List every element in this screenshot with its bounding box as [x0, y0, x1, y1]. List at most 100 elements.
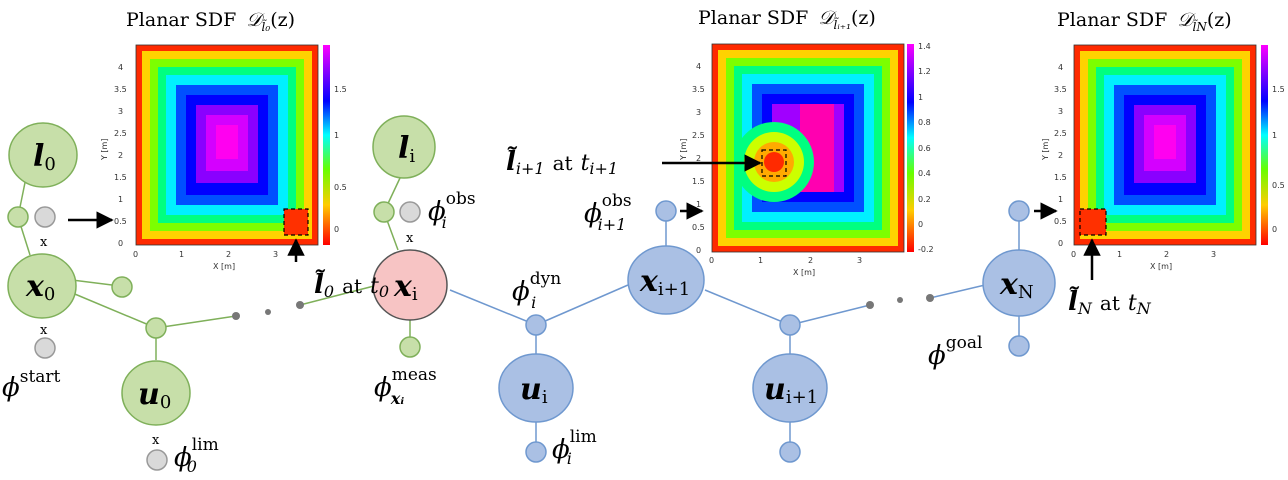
svg-text:1: 1: [918, 93, 923, 102]
svg-text:0: 0: [1071, 250, 1076, 259]
svg-text:1.5: 1.5: [1054, 173, 1067, 182]
plot1-landmark-box: [283, 208, 309, 236]
svg-text:0.6: 0.6: [918, 144, 931, 153]
plot2-landmark-box: [761, 149, 787, 177]
svg-text:u0: u0: [138, 377, 171, 413]
svg-text:2: 2: [808, 256, 813, 265]
factor-dyn-0: [145, 317, 167, 339]
svg-text:0: 0: [1058, 239, 1063, 248]
factor-start: [34, 337, 56, 359]
sdf-plot-2: Planar SDF 𝒟l̃ᵢ₊₁(z) -0.2 0 0.2 0.4 0.6 …: [679, 7, 934, 277]
label-phi-start: ϕstart: [2, 367, 61, 403]
plot3-colorbar: [1261, 45, 1268, 245]
svg-text:3: 3: [1058, 107, 1063, 116]
cross-mark-lim0: x: [152, 433, 160, 448]
svg-text:3: 3: [696, 108, 701, 117]
svg-text:1.5: 1.5: [692, 177, 705, 186]
svg-text:1: 1: [1117, 250, 1122, 259]
svg-text:1.4: 1.4: [918, 42, 931, 51]
svg-text:1.2: 1.2: [918, 67, 931, 76]
svg-text:3: 3: [1211, 250, 1216, 259]
svg-text:2.5: 2.5: [692, 131, 705, 140]
factor-obs-0: [34, 206, 56, 228]
svg-text:xi+1: xi+1: [639, 264, 690, 300]
factor-lim-i: [525, 441, 547, 463]
svg-text:Y [m]: Y [m]: [1041, 139, 1050, 161]
svg-text:xi: xi: [393, 269, 418, 305]
svg-text:0: 0: [1272, 225, 1277, 234]
node-ui1: ui+1: [752, 353, 828, 423]
factor-li-xi: [373, 201, 395, 223]
factor-l0-x0: [7, 206, 29, 228]
svg-text:2: 2: [118, 151, 123, 160]
plot1-title: Planar SDF 𝒟l̃₀(z): [126, 9, 295, 34]
svg-text:2.5: 2.5: [114, 129, 127, 138]
cross-mark-start: x: [40, 323, 48, 338]
svg-text:2.5: 2.5: [1054, 129, 1067, 138]
svg-text:li: li: [398, 131, 415, 167]
sdf-plot-3: Planar SDF 𝒟l̃N(z) 0 0.5 1 1.5 0 0.5 1 1…: [1041, 9, 1285, 271]
svg-text:1: 1: [696, 200, 701, 209]
svg-text:X [m]: X [m]: [1150, 262, 1172, 271]
svg-text:4: 4: [1058, 63, 1063, 72]
plot2-title: Planar SDF 𝒟l̃ᵢ₊₁(z): [698, 7, 876, 32]
factor-x0-right: [111, 276, 133, 298]
svg-text:3.5: 3.5: [114, 85, 127, 94]
cross-mark-i: x: [406, 231, 414, 246]
sdf-plot-1: Planar SDF 𝒟l̃₀(z) 0 0.5 1 1.5 0 0.5 1 1…: [100, 9, 347, 271]
svg-text:3: 3: [118, 107, 123, 116]
svg-text:1.5: 1.5: [1272, 85, 1285, 94]
svg-text:1: 1: [179, 250, 184, 259]
node-u0: u0: [121, 360, 191, 426]
svg-text:0: 0: [118, 239, 123, 248]
svg-text:1.5: 1.5: [334, 85, 347, 94]
svg-text:X [m]: X [m]: [213, 262, 235, 271]
factor-dyn-i1: [779, 314, 801, 336]
factor-dyn-i: [525, 314, 547, 336]
svg-text:0.8: 0.8: [918, 118, 931, 127]
svg-text:l0: l0: [33, 139, 56, 175]
svg-text:4: 4: [118, 63, 123, 72]
factor-lim-i1: [779, 441, 801, 463]
svg-text:Y [m]: Y [m]: [100, 139, 109, 161]
plot3-landmark-box: [1079, 208, 1107, 236]
svg-text:3.5: 3.5: [1054, 85, 1067, 94]
node-xi1: xi+1: [627, 245, 705, 315]
svg-text:2: 2: [696, 154, 701, 163]
svg-text:ui+1: ui+1: [764, 372, 818, 408]
svg-text:0: 0: [918, 220, 923, 229]
node-x0: x0: [7, 253, 77, 319]
label-phi-goal: ϕgoal: [928, 333, 982, 371]
svg-text:0: 0: [133, 250, 138, 259]
svg-text:2: 2: [1058, 151, 1063, 160]
svg-text:x0: x0: [25, 269, 55, 305]
factor-obs-N: [1008, 200, 1030, 222]
factor-goal: [1008, 335, 1030, 357]
svg-text:ui: ui: [520, 372, 548, 408]
node-li: li: [372, 115, 436, 179]
svg-text:1: 1: [1058, 195, 1063, 204]
svg-text:0: 0: [709, 256, 714, 265]
svg-text:0.5: 0.5: [114, 217, 127, 226]
svg-text:1.5: 1.5: [114, 173, 127, 182]
annotation-arrows: [68, 154, 1101, 280]
plot2-colorbar: [907, 44, 914, 252]
plot3-title: Planar SDF 𝒟l̃N(z): [1057, 9, 1232, 34]
plot1-colorbar: [323, 45, 330, 245]
factor-obs-i: [399, 201, 421, 223]
svg-text:-0.2: -0.2: [918, 245, 934, 254]
factor-lim-0: [146, 449, 168, 471]
svg-text:1: 1: [758, 256, 763, 265]
node-l0: l0: [8, 122, 78, 188]
svg-text:3: 3: [857, 256, 862, 265]
svg-text:0.2: 0.2: [918, 195, 931, 204]
cross-mark-0: x: [40, 235, 48, 250]
svg-text:1: 1: [1272, 131, 1277, 140]
